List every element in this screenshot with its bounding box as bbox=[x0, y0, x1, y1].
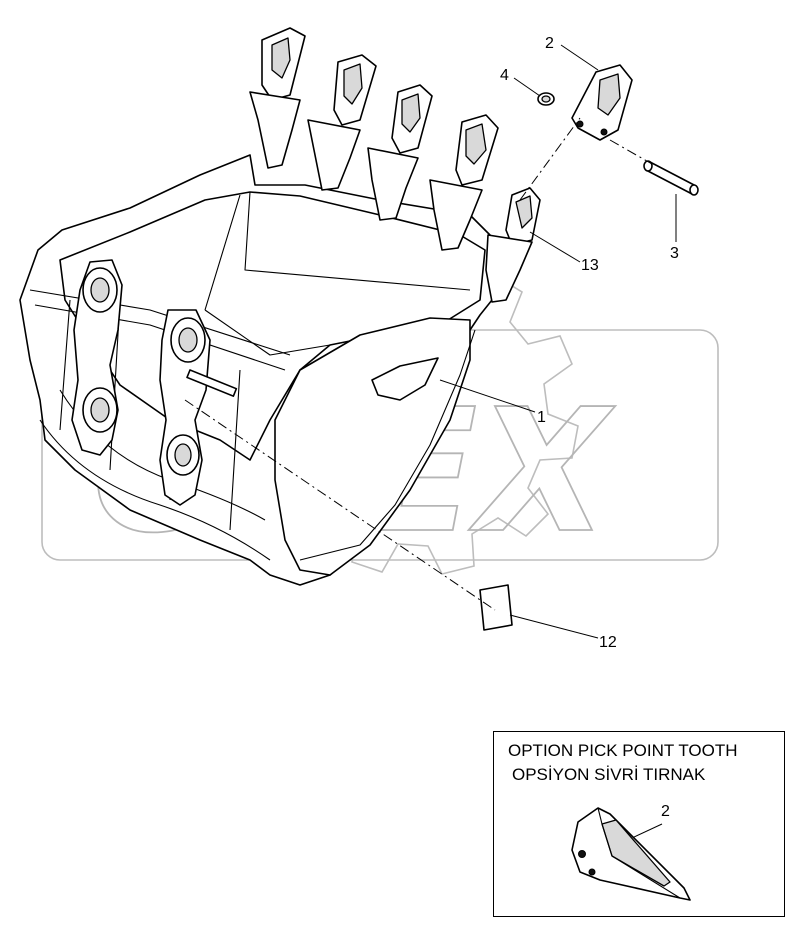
centerline-pin bbox=[609, 139, 653, 165]
inset-callout: 2 bbox=[661, 803, 670, 820]
tooth-exploded bbox=[571, 64, 633, 141]
leader-retainer bbox=[513, 77, 541, 97]
inset-title: OPTION PICK POINT TOOTH bbox=[508, 741, 738, 760]
top-rail bbox=[29, 289, 291, 371]
callout-wear-plate: 12 bbox=[599, 634, 617, 651]
side-plate-cutout bbox=[371, 357, 439, 401]
stop-bar bbox=[186, 369, 238, 397]
centerline-tooth bbox=[519, 117, 581, 201]
bucket-drawing bbox=[19, 154, 501, 586]
bucket-back-line bbox=[204, 309, 331, 356]
option-inset: OPTION PICK POINT TOOTH OPSİYON SİVRİ TI… bbox=[493, 731, 785, 917]
leader-wear-plate bbox=[509, 614, 599, 639]
callout-pin: 3 bbox=[670, 245, 679, 262]
callout-bucket: 1 bbox=[537, 409, 546, 426]
leader-lines bbox=[439, 44, 677, 639]
callout-tooth: 2 bbox=[545, 35, 554, 52]
tooth-1 bbox=[249, 27, 306, 169]
bucket-floor-line bbox=[204, 191, 471, 311]
retainer-ring-icon bbox=[537, 92, 555, 106]
side-plate-edge bbox=[299, 329, 476, 561]
adapter-13 bbox=[485, 187, 541, 303]
mounting-ears bbox=[71, 259, 238, 506]
teeth-row bbox=[249, 27, 541, 303]
pin-hole-upper-rear bbox=[178, 327, 198, 353]
wear-plate-icon bbox=[479, 584, 513, 631]
callout-adapter: 13 bbox=[581, 257, 599, 274]
exploded-parts bbox=[479, 64, 699, 631]
leader-tooth bbox=[560, 44, 599, 71]
pin-hole-lower bbox=[90, 397, 110, 423]
centerline-plate bbox=[184, 399, 496, 611]
pick-point-tooth-icon bbox=[571, 807, 691, 901]
callout-retainer: 4 bbox=[500, 67, 509, 84]
leader-bucket bbox=[439, 379, 536, 413]
tooth-3 bbox=[367, 84, 433, 221]
callout-labels: 2 4 3 13 1 12 bbox=[500, 35, 679, 651]
tooth-2 bbox=[307, 54, 377, 191]
pin-hole-upper bbox=[90, 277, 110, 303]
leader-adapter bbox=[529, 231, 581, 263]
bucket-rib bbox=[59, 299, 241, 531]
pin-hole-lower-rear bbox=[174, 443, 192, 467]
inset-subtitle: OPSİYON SİVRİ TIRNAK bbox=[512, 765, 706, 784]
bucket-band-1 bbox=[39, 419, 271, 561]
tooth-4 bbox=[429, 114, 499, 251]
pin-icon bbox=[643, 160, 699, 196]
